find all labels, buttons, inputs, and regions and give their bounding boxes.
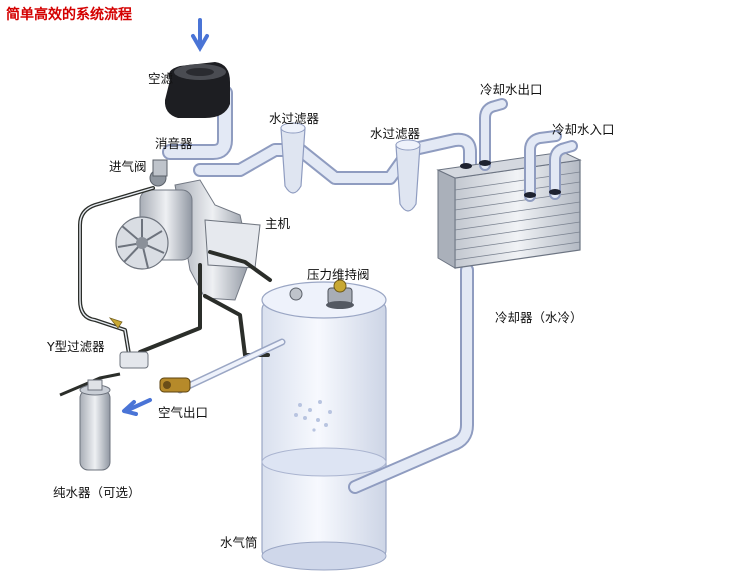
control-lines-highlight	[79, 187, 154, 361]
diagram-title: 简单高效的系统流程	[6, 7, 132, 23]
main-unit	[115, 159, 261, 301]
air-inlet-arrow-icon	[191, 18, 209, 52]
label-air-filter: 空滤	[148, 71, 174, 86]
cooler-fittings	[460, 160, 561, 198]
label-water-filter-2: 水过滤器	[370, 126, 421, 141]
label-intake-valve: 进气阀	[109, 159, 147, 174]
water-filter-1	[280, 122, 306, 194]
label-pure-water-unit: 纯水器（可选）	[53, 485, 141, 500]
air-outlet-line	[176, 338, 286, 394]
pressure-maintaining-valve	[289, 279, 354, 309]
intake-pipe	[162, 85, 233, 160]
pure-water-unit	[59, 372, 121, 471]
cooling-water-pipes	[479, 98, 578, 202]
air-filter	[164, 62, 230, 118]
label-cooling-water-inlet: 冷却水入口	[552, 122, 615, 137]
label-pressure-maintaining-valve: 压力维持阀	[307, 267, 370, 282]
water-cooler	[436, 151, 582, 269]
air-outlet-valve	[159, 377, 191, 393]
y-type-filter	[108, 317, 149, 369]
water-filter-2	[395, 139, 421, 212]
label-main-unit: 主机	[265, 216, 291, 231]
label-water-filter-1: 水过滤器	[269, 111, 320, 126]
water-pipe-to-cooler	[193, 132, 477, 185]
water-return-pipe	[348, 263, 474, 494]
label-water-air-tank: 水气筒	[220, 535, 258, 550]
label-water-cooler: 冷却器（水冷）	[495, 310, 583, 325]
air-outlet-arrow-icon	[122, 398, 152, 416]
water-air-tank	[261, 281, 387, 571]
label-air-outlet: 空气出口	[158, 405, 209, 420]
label-silencer: 消音器	[155, 136, 193, 151]
label-cooling-water-outlet: 冷却水出口	[480, 82, 543, 97]
spray-droplets	[294, 400, 332, 432]
label-y-type-filter: Y型过滤器	[47, 339, 105, 354]
